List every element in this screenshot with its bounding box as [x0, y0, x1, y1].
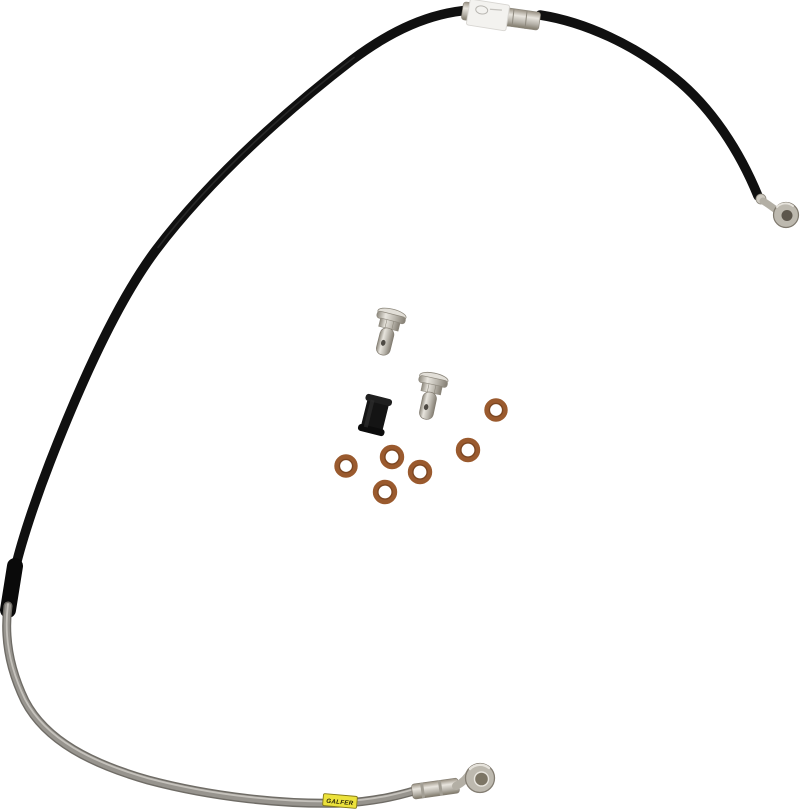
- grommet-bottom-flange: [357, 424, 385, 437]
- banjo-eyelet-hole: [781, 210, 793, 221]
- brand-label-background: [322, 793, 358, 809]
- banjo-bolt-1: [367, 305, 408, 359]
- grommet-top-flange: [365, 393, 393, 406]
- copper-washer: [379, 444, 405, 470]
- banjo-neck: [759, 197, 780, 214]
- copper-washer-inner-edge: [460, 442, 476, 458]
- top-label-print: [475, 5, 489, 15]
- right-banjo-fitting: [755, 193, 800, 229]
- copper-washer-inner-edge: [338, 458, 354, 474]
- top-label: [466, 0, 510, 32]
- crimp-ridge: [437, 780, 443, 796]
- banjo-bolt-2: [410, 369, 450, 423]
- braid-outer: [2, 601, 432, 808]
- brake-line: [0, 5, 763, 808]
- copper-washer: [484, 398, 508, 422]
- black-hose-left-arm: [9, 5, 475, 579]
- rubber-grommet: [357, 393, 393, 437]
- banjo-eyelet-highlight: [776, 202, 794, 208]
- grommet-sheen: [363, 399, 375, 428]
- copper-washer: [334, 454, 358, 478]
- braid-highlight: [5, 603, 428, 803]
- copper-washer-inner-edge: [488, 402, 504, 418]
- hose-sheen: [157, 56, 355, 249]
- crimp-ridge: [420, 782, 426, 799]
- banjo-eyelet-highlight: [468, 763, 491, 771]
- copper-washer: [455, 437, 481, 463]
- copper-washer: [372, 479, 398, 505]
- braided-line: [2, 601, 432, 808]
- crimp-sleeve: [411, 777, 460, 800]
- union-hex-edge: [511, 8, 515, 28]
- union-hex-edge: [524, 10, 528, 30]
- copper-washer: [407, 459, 433, 485]
- top-label-paper: [466, 0, 510, 32]
- braid-mid: [3, 602, 431, 807]
- brand-label-text: GALFER: [326, 798, 354, 807]
- brand-label: GALFER: [322, 793, 358, 809]
- bottom-banjo-fitting: [411, 762, 496, 800]
- black-hose-right-arm: [535, 10, 763, 201]
- top-label-print: [489, 8, 502, 11]
- copper-washer-set: [334, 398, 508, 505]
- copper-washer-inner-edge: [377, 484, 393, 500]
- banjo-eyelet-hole: [473, 771, 490, 787]
- copper-washer-inner-edge: [412, 464, 428, 480]
- copper-washer-inner-edge: [384, 449, 400, 465]
